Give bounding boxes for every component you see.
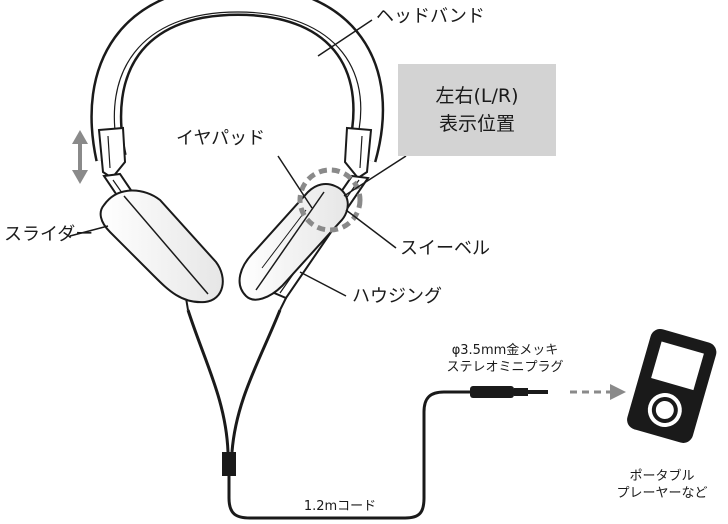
slider-label: スライダー bbox=[4, 224, 94, 245]
left-headband-end bbox=[97, 126, 127, 180]
plug-label-line1: φ3.5mm金メッキ bbox=[451, 343, 559, 358]
housing-label: ハウジング bbox=[352, 286, 442, 307]
stereo-mini-plug bbox=[470, 386, 548, 398]
plug-label-line2: ステレオミニプラグ bbox=[446, 360, 564, 375]
dashed-arrow-right-icon bbox=[570, 384, 626, 400]
lr-indicator-label-line1: 左右(L/R) bbox=[435, 85, 519, 107]
plug-label: φ3.5mm金メッキ ステレオミニプラグ bbox=[430, 342, 580, 376]
slider-double-arrow-icon bbox=[72, 130, 88, 184]
player-label: ポータブル プレーヤーなど bbox=[600, 468, 724, 502]
portable-player-icon bbox=[627, 328, 717, 443]
swivel-highlight-ring bbox=[297, 167, 363, 233]
lr-indicator-callout: 左右(L/R) 表示位置 bbox=[398, 64, 556, 156]
swivel-label: スイーベル bbox=[400, 238, 490, 259]
headphone-cords bbox=[186, 309, 474, 520]
player-label-line1: ポータブル bbox=[629, 469, 695, 484]
headband-label: ヘッドバンド bbox=[376, 6, 485, 27]
headband bbox=[90, 0, 385, 163]
right-ear-cup bbox=[238, 183, 349, 301]
lr-indicator-label-line2: 表示位置 bbox=[438, 113, 515, 135]
right-headband-end bbox=[343, 126, 373, 180]
earpad-label: イヤパッド bbox=[176, 128, 266, 149]
left-ear-cup bbox=[99, 189, 224, 304]
cord-splitter bbox=[222, 452, 236, 476]
cord-label: 1.2mコード bbox=[303, 499, 377, 514]
leader-lines bbox=[69, 19, 407, 297]
player-label-line2: プレーヤーなど bbox=[616, 486, 708, 501]
